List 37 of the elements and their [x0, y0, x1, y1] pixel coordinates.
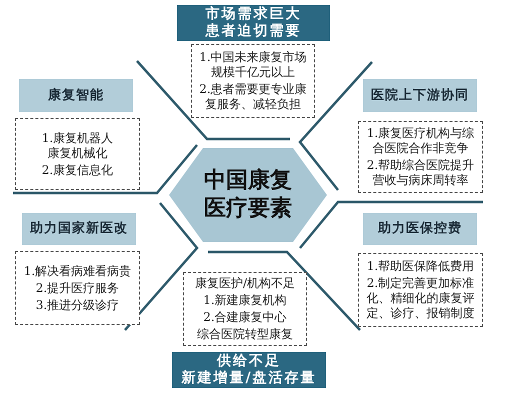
- banner-text: 患者迫切需要: [206, 23, 302, 40]
- list-item: 2.康复信息化: [42, 162, 114, 178]
- dashed-panel: [358, 253, 483, 327]
- heading-box: [363, 79, 477, 112]
- section-heading: 医院上下游协同: [371, 88, 469, 104]
- list-item: 1.帮助医保降低费用: [366, 259, 474, 274]
- list-item: 3.推进分级诊疗: [36, 298, 120, 312]
- list-item: 1.解决看病难看病贵: [24, 264, 132, 278]
- list-item: 2.提升医疗服务: [36, 280, 120, 296]
- dashed-panel: [15, 251, 140, 325]
- list-item: 1.康复机器人康复机械化: [40, 130, 114, 160]
- heading-box: [22, 213, 136, 245]
- center-hexagon: [169, 148, 327, 242]
- dashed-panel: [191, 44, 315, 118]
- list-item: 1.中国未来康复市场规模千亿元以上: [198, 50, 308, 80]
- list-item: 2.制定完善更加标准化、精细化的康复评定、诊疗、报销制度: [366, 276, 476, 321]
- list-item: 综合医院转型康复: [197, 327, 293, 342]
- banner-text: 新建增量/盘活存量: [181, 370, 317, 387]
- section-heading: 助力医保控费: [378, 221, 462, 237]
- list-item: 2.帮助综合医院提升营收与病床周转率: [366, 158, 476, 188]
- heading-box: [363, 213, 477, 245]
- list-item: 康复医护/机构不足: [194, 276, 296, 291]
- list-item: 2.患者需要更专业康复服务、减轻负担: [198, 82, 308, 112]
- title-banner: [177, 5, 330, 41]
- list-item: 1.康复医疗机构与综合医院合作非竞争: [366, 126, 476, 156]
- banner-text: 供给不足: [217, 353, 281, 370]
- section-heading: 助力国家新医改: [30, 221, 128, 237]
- section-heading: 康复智能: [48, 88, 104, 104]
- banner-text: 市场需求巨大: [206, 6, 302, 23]
- dashed-panel: [358, 121, 483, 193]
- list-item: 1.新建康复机构: [203, 293, 287, 308]
- dashed-panel: [15, 118, 140, 190]
- heading-box: [19, 79, 133, 112]
- dashed-panel: [183, 272, 307, 346]
- center-title: 中国康复医疗要素: [203, 167, 293, 223]
- list-item: 2.合建康复中心: [203, 310, 287, 325]
- title-banner: [172, 352, 326, 388]
